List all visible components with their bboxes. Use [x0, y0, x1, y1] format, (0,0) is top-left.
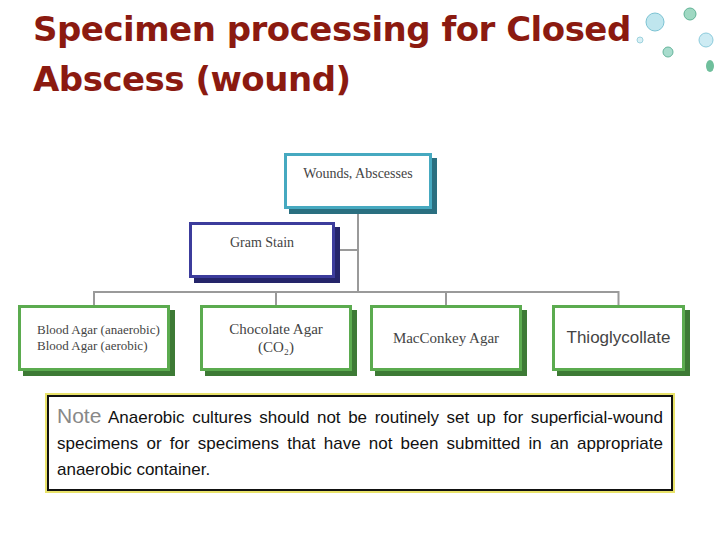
note-box: Note Anaerobic cultures should not be ro… [47, 395, 673, 491]
droplet [706, 60, 714, 72]
droplet [663, 47, 673, 57]
droplet [699, 33, 713, 47]
stain-box: Gram Stain [189, 222, 335, 278]
box-label: Blood Agar (aerobic) [37, 338, 161, 354]
connector-line [358, 209, 619, 305]
box-label: Chocolate Agar (CO₂) [220, 320, 332, 356]
box-label: Wounds, Abscesses [293, 166, 423, 183]
media-box: Blood Agar (anaerobic)Blood Agar (aerobi… [18, 305, 170, 371]
slide-title: Specimen processing for Closed Abscess (… [33, 4, 673, 104]
connector-line [358, 209, 446, 305]
media-box: Thioglycollate [552, 305, 685, 371]
connector-line [94, 209, 358, 305]
media-box: MacConkey Agar [370, 305, 522, 371]
connector-line [276, 209, 358, 305]
droplet [646, 13, 664, 31]
source-box: Wounds, Abscesses [284, 153, 432, 209]
note-text: Anaerobic cultures should not be routine… [57, 408, 663, 479]
media-box: Chocolate Agar (CO₂) [200, 305, 352, 371]
box-label: Thioglycollate [559, 328, 678, 348]
box-label: Blood Agar (anaerobic) [37, 322, 161, 338]
note-heading: Note [57, 404, 101, 427]
droplet [684, 8, 696, 20]
connector-line [335, 209, 358, 250]
note-paragraph: Note Anaerobic cultures should not be ro… [57, 403, 663, 483]
box-label: Gram Stain [198, 235, 326, 252]
box-label: MacConkey Agar [379, 329, 513, 347]
droplet [637, 37, 643, 43]
